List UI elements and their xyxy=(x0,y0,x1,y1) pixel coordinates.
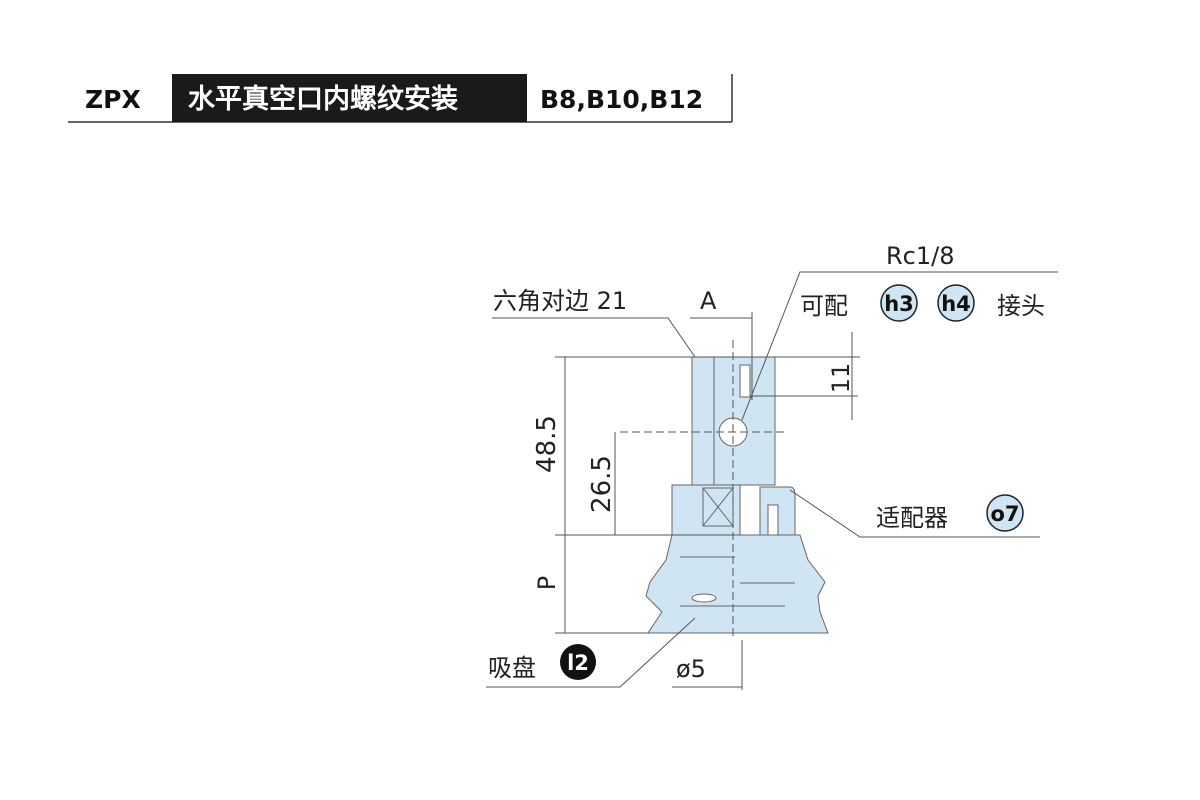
dim-dia-label: ø5 xyxy=(676,655,706,683)
header-bar: ZPX 水平真空口内螺纹安装 B8,B10,B12 xyxy=(68,74,733,123)
dim-26-5-label: 26.5 xyxy=(587,455,617,513)
dim-a-label: A xyxy=(700,287,717,315)
hex-leader xyxy=(492,317,696,358)
thread-bore xyxy=(739,364,751,398)
pad-leader xyxy=(486,617,696,688)
dim-11-label: 11 xyxy=(827,363,855,394)
cross-line xyxy=(702,487,734,527)
cross-box xyxy=(702,487,734,527)
pad-label: 吸盘 xyxy=(488,654,536,682)
badge-o7-label: o7 xyxy=(990,502,1019,526)
badge-h3-label: h3 xyxy=(884,292,914,316)
part-body xyxy=(645,356,829,634)
centerlines xyxy=(620,340,785,640)
dim-p-label: P xyxy=(533,576,561,590)
port-label: Rc1/8 xyxy=(886,242,955,270)
adapter-leader xyxy=(789,489,1040,538)
badge-o7[interactable]: o7 xyxy=(986,494,1024,532)
title-box xyxy=(172,74,527,122)
dimension-lines xyxy=(486,271,1058,690)
dim-48-5-label: 48.5 xyxy=(532,415,562,473)
badge-h4-label: h4 xyxy=(941,292,971,316)
title-label: 水平真空口内螺纹安装 xyxy=(188,83,458,115)
hex-label: 六角对边 21 xyxy=(493,287,627,315)
fitting-prefix: 可配 xyxy=(800,292,848,320)
badge-l2-label: l2 xyxy=(567,651,589,675)
fitting-suffix: 接头 xyxy=(997,292,1045,320)
model-label: ZPX xyxy=(85,85,141,114)
badge-l2[interactable]: l2 xyxy=(560,644,596,680)
suction-pad xyxy=(645,534,829,634)
badge-h3[interactable]: h3 xyxy=(880,284,918,322)
adapter-label: 适配器 xyxy=(876,504,948,532)
badge-h4[interactable]: h4 xyxy=(937,284,975,322)
port-leader xyxy=(741,271,1058,421)
sizes-label: B8,B10,B12 xyxy=(540,85,703,114)
pad-hole xyxy=(691,593,717,603)
